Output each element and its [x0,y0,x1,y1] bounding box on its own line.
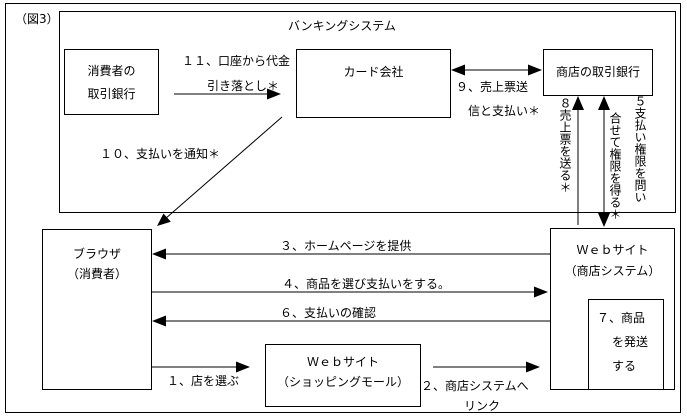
merchant-bank-label: 商店の取引銀行 [555,65,640,79]
web-site-merchant-label-line2: （商店システム） [564,264,661,278]
label-arrow-2-line1: ２、商店システムへ [421,379,529,393]
outer-border [5,3,681,413]
label-arrow-5-vertical-left: 合せて権限を得る＊ [608,112,622,220]
consumer-bank-box: 消費者の 取引銀行 [64,49,159,115]
browser-box: ブラウザ （消費者） [42,229,152,390]
label-arrow-3: ３、ホームページを提供 [280,239,412,253]
label-arrow-11-line2: 引き落とし＊ [207,79,280,93]
label-arrow-9-line2: 信と支払い＊ [468,104,541,118]
ship-goods-label-line2: を発送 [612,335,649,349]
label-arrow-6: ６、支払いの確認 [280,306,377,320]
card-company-label: カード会社 [343,65,404,79]
banking-system-title: バンキングシステム [288,19,396,33]
card-company-box: カード会社 [296,49,451,118]
browser-label-line1: ブラウザ [72,247,121,261]
ship-goods-box: ７、商品 を発送 する [588,299,664,390]
browser-label-line2: （消費者） [66,267,127,281]
label-arrow-4: ４、商品を選び支払いをする。 [282,277,451,291]
ship-goods-label-line1: ７、商品 [597,311,646,325]
figure-label: （図3） [15,12,59,26]
merchant-bank-box: 商店の取引銀行 [543,49,653,96]
web-site-mall-label-line2: （ショッピングモール） [276,375,409,389]
label-arrow-9-line1: ９、売上票送 [456,80,529,94]
web-site-mall-box: Ｗｅｂサイト （ショッピングモール） [265,344,421,407]
label-arrow-10: １０、支払いを通知＊ [100,147,221,161]
web-site-mall-label-line1: Ｗｅｂサイト [306,355,379,369]
label-arrow-5-vertical-right: ５支払い権限を問い [633,95,647,203]
label-arrow-2-line2: リンク [464,399,501,413]
label-arrow-11-line1: １１、口座から代金 [182,54,291,68]
consumer-bank-label-line1: 消費者の [87,64,136,78]
web-site-merchant-label-line1: Ｗｅｂサイト [576,243,649,257]
label-arrow-1: １、店を選ぶ [167,374,240,388]
banking-system-frame [59,11,676,213]
consumer-bank-label-line2: 取引銀行 [87,87,136,101]
label-arrow-8-vertical: ８売上票を送る＊ [558,97,572,193]
ship-goods-label-line3: する [612,359,637,373]
